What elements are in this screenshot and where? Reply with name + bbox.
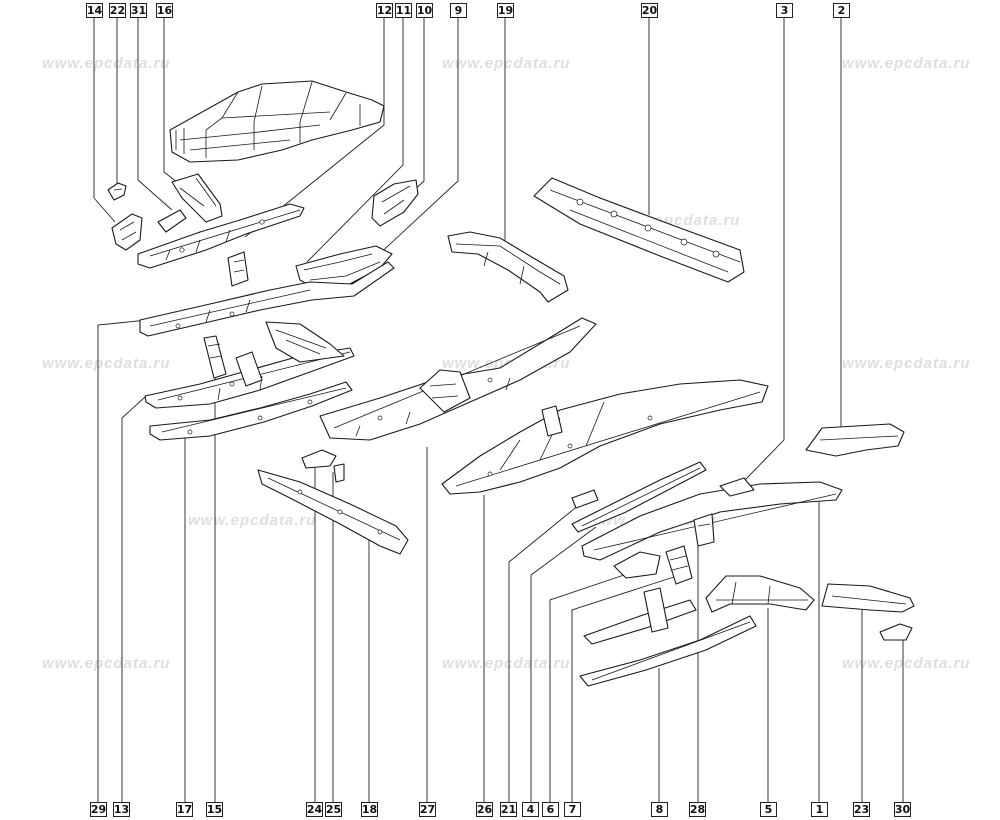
rail-part-5	[705, 575, 815, 613]
watermark-text: www.epcdata.ru	[442, 655, 571, 672]
callout-24[interactable]: 24	[306, 802, 323, 817]
rail-part-1	[581, 481, 843, 561]
sill-part-29	[139, 261, 395, 337]
rail-part-23	[821, 583, 915, 613]
bracket-part-22	[107, 182, 127, 201]
watermark-text: www.epcdata.ru	[42, 655, 171, 672]
callout-23[interactable]: 23	[853, 802, 870, 817]
bracket-part-10	[371, 179, 419, 227]
callout-10[interactable]: 10	[416, 3, 433, 18]
callout-30[interactable]: 30	[894, 802, 911, 817]
callout-15[interactable]: 15	[206, 802, 223, 817]
callout-4[interactable]: 4	[522, 802, 539, 817]
bracket-part-7	[665, 545, 693, 585]
bolt-part-25	[333, 463, 345, 483]
bracket-part-31	[157, 209, 187, 233]
crossmember-part-17	[149, 381, 353, 441]
watermark-text: www.epcdata.ru	[42, 355, 171, 372]
frame-assembly-part-26	[441, 379, 769, 495]
callout-2[interactable]: 2	[833, 3, 850, 18]
callout-1[interactable]: 1	[811, 802, 828, 817]
bracket-part-6	[613, 551, 661, 579]
support-part-15	[203, 335, 263, 387]
callout-27[interactable]: 27	[419, 802, 436, 817]
callout-26[interactable]: 26	[476, 802, 493, 817]
plate-part-24	[301, 449, 337, 469]
leader-lines-bottom	[97, 319, 904, 802]
rail-part-18	[257, 469, 409, 555]
bracket-part-14	[111, 213, 143, 251]
bracket-part-3	[719, 477, 755, 497]
callout-25[interactable]: 25	[325, 802, 342, 817]
bracket-part-30	[879, 623, 913, 641]
callout-12[interactable]: 12	[376, 3, 393, 18]
callout-28[interactable]: 28	[689, 802, 706, 817]
callout-6[interactable]: 6	[542, 802, 559, 817]
rail-part-8	[579, 587, 757, 687]
callout-17[interactable]: 17	[176, 802, 193, 817]
callout-7[interactable]: 7	[564, 802, 581, 817]
callout-21[interactable]: 21	[500, 802, 517, 817]
callout-20[interactable]: 20	[641, 3, 658, 18]
watermark-text: www.epcdata.ru	[188, 512, 317, 529]
callout-31[interactable]: 31	[130, 3, 147, 18]
watermark-text: www.epcdata.ru	[842, 655, 971, 672]
bracket-part-11	[227, 251, 249, 287]
rail-part-2	[805, 423, 905, 457]
rail-part-12	[137, 203, 305, 269]
callout-16[interactable]: 16	[156, 3, 173, 18]
callout-22[interactable]: 22	[109, 3, 126, 18]
callout-18[interactable]: 18	[361, 802, 378, 817]
leader-lines-top	[93, 18, 842, 481]
callout-14[interactable]: 14	[86, 3, 103, 18]
car-body-shell	[169, 80, 385, 163]
reinforcement-part-16	[171, 173, 223, 223]
bracket-part-21	[571, 489, 599, 509]
crossmember-part-20	[533, 177, 745, 283]
callout-8[interactable]: 8	[651, 802, 668, 817]
watermark-text: www.epcdata.ru	[842, 355, 971, 372]
callout-19[interactable]: 19	[497, 3, 514, 18]
callout-5[interactable]: 5	[760, 802, 777, 817]
watermark-text: www.epcdata.ru	[442, 55, 571, 72]
bracket-part-28	[693, 513, 715, 547]
rail-part-4	[571, 461, 707, 533]
callout-9[interactable]: 9	[450, 3, 467, 18]
callout-3[interactable]: 3	[776, 3, 793, 18]
crossmember-part-19	[447, 231, 569, 303]
floor-frame-part-27	[319, 317, 597, 441]
callout-11[interactable]: 11	[395, 3, 412, 18]
callout-29[interactable]: 29	[90, 802, 107, 817]
callout-13[interactable]: 13	[113, 802, 130, 817]
watermark-text: www.epcdata.ru	[842, 55, 971, 72]
